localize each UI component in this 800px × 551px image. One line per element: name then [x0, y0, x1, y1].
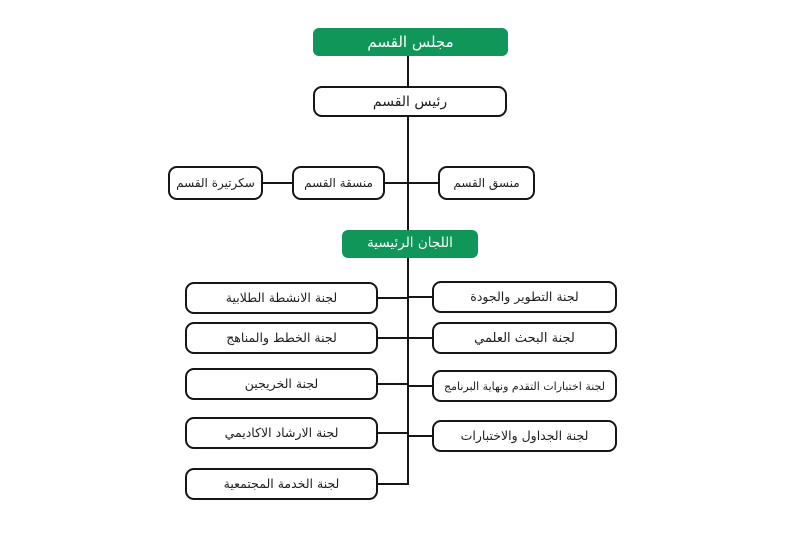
committee-box-graduates: لجنة الخريجين — [185, 368, 378, 400]
committee-box-plans-curricula: لجنة الخطط والمناهج — [185, 322, 378, 354]
connector-council-to-head — [407, 56, 409, 86]
connector-branch-right-3 — [407, 385, 432, 387]
connector-branch-left-3 — [378, 383, 408, 385]
connector-branch-left-1 — [378, 297, 408, 299]
org-node-head: رئيس القسم — [313, 86, 507, 117]
org-node-coordinator-male: منسق القسم — [438, 166, 535, 200]
connector-coordinators-cross — [385, 182, 438, 184]
connector-branch-left-5 — [378, 483, 408, 485]
committee-box-community-service: لجنة الخدمة المجتمعية — [185, 468, 378, 500]
org-node-council: مجلس القسم — [313, 28, 508, 56]
committee-box-student-activities: لجنة الانشطة الطلابية — [185, 282, 378, 314]
connector-branch-right-4 — [407, 435, 432, 437]
connector-secretary-to-coordinator — [263, 182, 292, 184]
connector-branch-right-1 — [407, 296, 432, 298]
committee-box-progress-final-exams: لجنة اختبارات التقدم ونهاية البرنامج — [432, 370, 617, 402]
committee-box-development-quality: لجنة التطوير والجودة — [432, 281, 617, 313]
org-node-coordinator-female: منسقة القسم — [292, 166, 385, 200]
org-node-secretary: سكرتيرة القسم — [168, 166, 263, 200]
connector-branch-right-2 — [407, 337, 432, 339]
connector-branch-left-2 — [378, 337, 408, 339]
connector-spine — [407, 258, 409, 485]
org-node-main-committees: اللجان الرئيسية — [342, 230, 478, 258]
connector-head-to-main-committees — [407, 117, 409, 230]
committee-box-schedules-exams: لجنة الجداول والاختبارات — [432, 420, 617, 452]
connector-branch-left-4 — [378, 432, 408, 434]
committee-box-scientific-research: لجنة البحث العلمي — [432, 322, 617, 354]
committee-box-academic-advising: لجنة الارشاد الاكاديمي — [185, 417, 378, 449]
